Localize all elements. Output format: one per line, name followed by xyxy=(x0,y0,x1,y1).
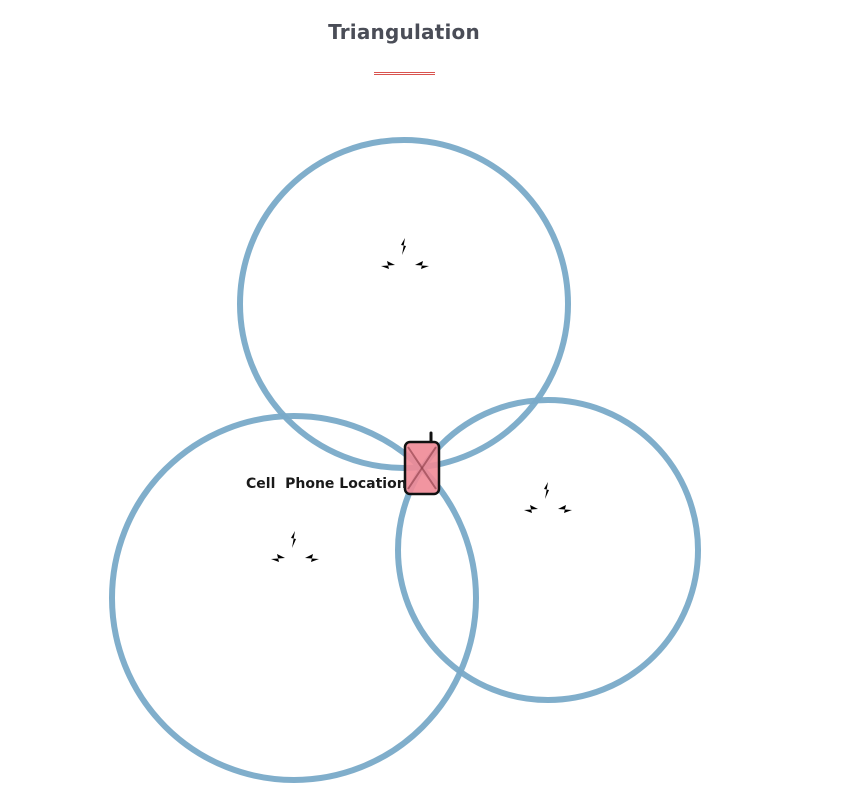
page-title: Triangulation xyxy=(328,20,480,44)
coverage-circle-right xyxy=(395,397,701,703)
cell-phone-icon xyxy=(403,431,441,496)
coverage-circle-left xyxy=(109,413,479,783)
title-underline xyxy=(374,72,435,75)
phone-location-label: Cell Phone Location xyxy=(246,476,407,492)
cell-tower-icon-right xyxy=(521,482,575,614)
cell-tower-icon-top xyxy=(378,238,432,370)
cell-tower-icon-left xyxy=(268,531,322,663)
